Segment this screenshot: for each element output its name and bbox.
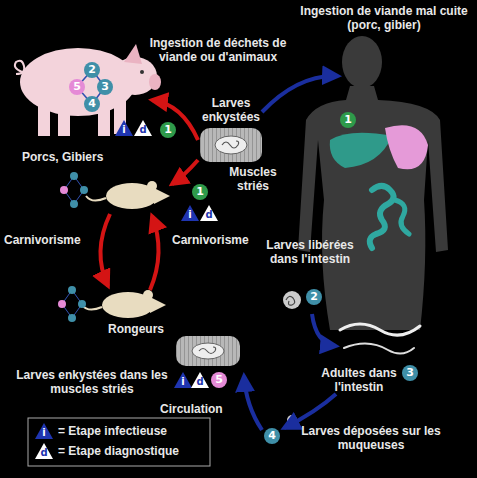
- callout-number: 1: [192, 184, 208, 200]
- diagram-label: Adultes dans l'intestin: [314, 366, 404, 394]
- diagram-label: Muscles striés: [222, 165, 284, 193]
- diagram-label: Larves enkystées: [192, 96, 270, 124]
- diagram-label: Rongeurs: [108, 322, 178, 336]
- diagram-label: Carnivorisme: [172, 233, 262, 247]
- callout-number: 2: [84, 62, 100, 78]
- diagram-label: Ingestion de viande mal cuite (porc, gib…: [296, 4, 472, 32]
- stage-marker: d: [134, 120, 152, 136]
- diagram-label: Larves libérées dans l'intestin: [260, 238, 360, 266]
- callout-number: 5: [211, 372, 227, 388]
- stage-marker: i: [174, 372, 192, 388]
- legend-text: = Etape diagnostique: [58, 444, 206, 458]
- callout-number: 3: [402, 365, 418, 381]
- callout-number: 4: [264, 428, 280, 444]
- diagram-label: Larves déposées sur les muqueuses: [286, 424, 456, 452]
- callout-number: 5: [69, 79, 85, 95]
- stage-marker: d: [191, 372, 209, 388]
- stage-marker: i: [181, 205, 199, 221]
- diagram-label: Porcs, Gibiers: [22, 150, 132, 164]
- legend-text: = Etape infectieuse: [58, 424, 206, 438]
- callout-number: 4: [84, 96, 100, 112]
- diagram-label: Carnivorisme: [4, 233, 94, 247]
- callout-number: 1: [340, 112, 356, 128]
- diagram-label: Larves enkystées dans les muscles striés: [8, 368, 176, 396]
- stage-marker: d: [200, 205, 218, 221]
- callout-number: 1: [160, 122, 176, 138]
- diagram-label: Ingestion de déchets de viande ou d'anim…: [136, 36, 300, 64]
- callout-number: 2: [306, 289, 322, 305]
- diagram-label: Circulation: [160, 402, 230, 416]
- callout-number: 3: [97, 79, 113, 95]
